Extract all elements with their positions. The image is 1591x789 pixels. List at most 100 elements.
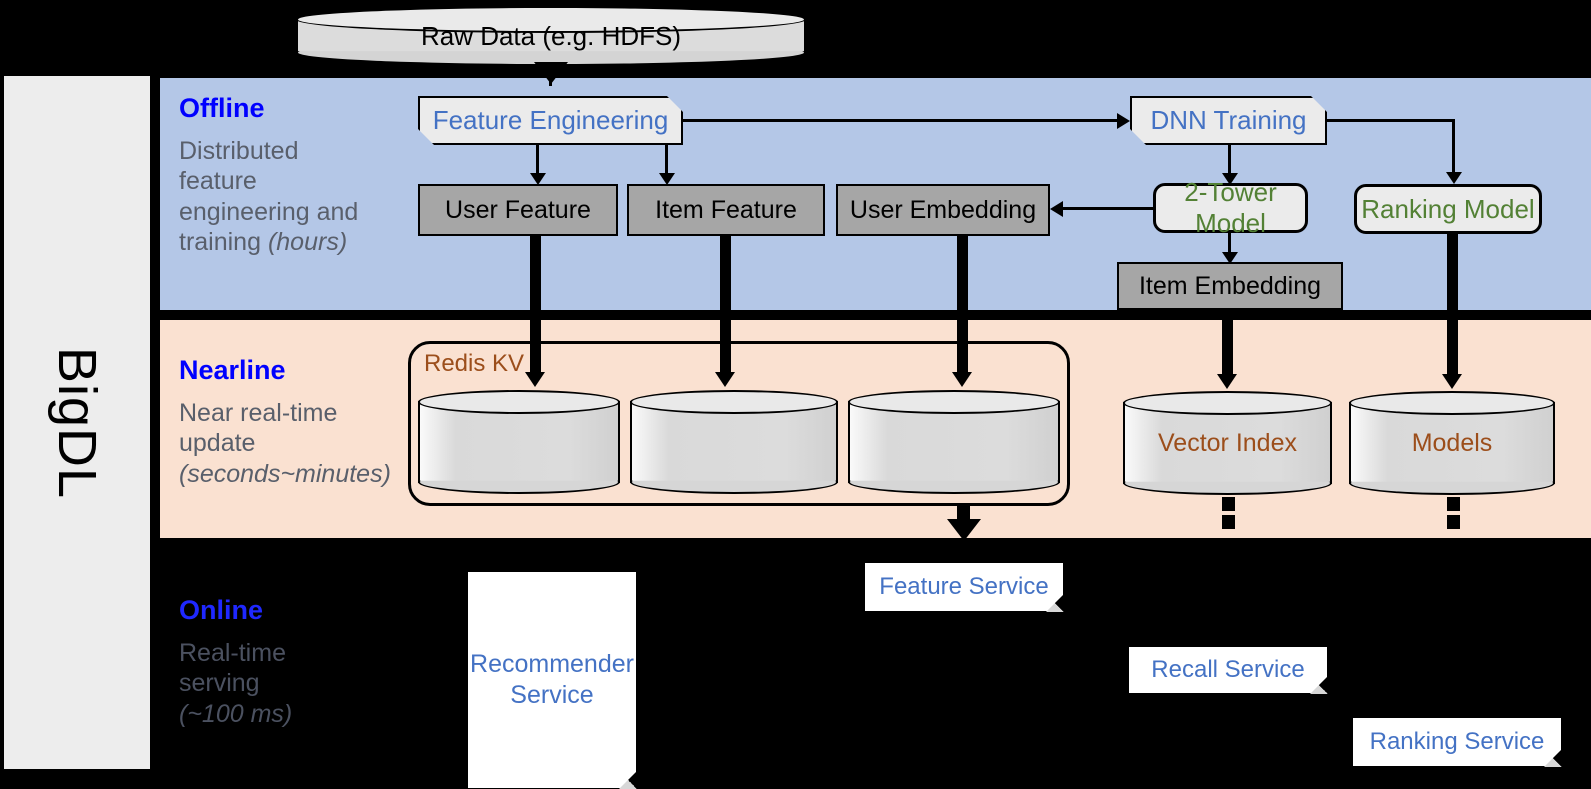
node-item-embedding[interactable]: Item Embedding — [1117, 262, 1343, 310]
dashed-segment-models-1 — [1447, 497, 1460, 511]
offline-desc-italic: (hours) — [267, 228, 348, 257]
arrowhead-itemfeature-redis — [715, 372, 735, 387]
stage-label-online: Online Real-time serving (~100 ms) — [179, 595, 419, 730]
cylinder-body — [848, 401, 1060, 483]
node-ranking-model[interactable]: Ranking Model — [1354, 184, 1542, 234]
arrowhead-itemembedding-vectorindex — [1217, 374, 1237, 389]
stage-desc-online: Real-time serving (~100 ms) — [179, 638, 419, 730]
cylinder-top — [418, 390, 620, 414]
arrowhead-twotower-itemembedding — [1222, 252, 1238, 264]
cylinder-top — [296, 6, 806, 33]
cylinder-body — [630, 401, 838, 483]
stage-label-nearline: Nearline Near real-time update (seconds~… — [179, 355, 419, 490]
bigdl-sidebar: BigDL — [3, 75, 151, 770]
node-item-feature[interactable]: Item Feature — [627, 184, 825, 236]
recall-service-label: Recall Service — [1151, 656, 1305, 683]
arrowhead-rankingmodel-models — [1442, 374, 1462, 389]
connector-fe-itemfeature — [665, 145, 668, 177]
arrowhead-fe-dnn — [1117, 113, 1130, 129]
cylinder-top — [848, 390, 1060, 414]
nearline-desc-line2: update — [179, 429, 256, 458]
user-feature-label: User Feature — [445, 195, 591, 224]
online-desc-line1: Real-time — [179, 638, 286, 667]
connector-fe-dnn — [683, 119, 1118, 122]
redis-kv-label: Redis KV — [424, 350, 525, 377]
dashed-segment-models-2 — [1447, 515, 1460, 529]
cylinder-top — [1349, 391, 1555, 415]
stage-desc-offline: Distributed feature engineering and trai… — [179, 136, 419, 258]
connector-fe-userfeature — [536, 145, 539, 177]
online-desc-italic: (~100 ms) — [179, 699, 293, 728]
node-user-embedding[interactable]: User Embedding — [836, 184, 1050, 236]
cylinder-top — [1123, 391, 1332, 415]
node-models[interactable]: Models — [1349, 391, 1555, 495]
node-ranking-service[interactable]: Ranking Service — [1352, 717, 1562, 767]
raw-data-label: Raw Data (e.g. HDFS) — [420, 20, 682, 51]
flow-userembedding-redis — [957, 236, 968, 376]
node-2-tower-model[interactable]: 2-Tower Model — [1153, 177, 1308, 238]
node-feature-engineering[interactable]: Feature Engineering — [418, 96, 683, 145]
cylinder-body — [1123, 402, 1332, 484]
redis-kv-container — [408, 341, 1070, 506]
dashed-segment-vectorindex-1 — [1222, 497, 1235, 511]
offline-desc-line4: training (hours) — [179, 227, 419, 258]
two-tower-model-label: 2-Tower Model — [1184, 177, 1277, 238]
ranking-model-label: Ranking Model — [1361, 193, 1535, 224]
offline-desc-line4-text: training — [179, 228, 268, 257]
arrowhead-fe-itemfeature — [659, 173, 675, 185]
stage-desc-nearline: Near real-time update (seconds~minutes) — [179, 398, 419, 490]
cylinder-top — [630, 390, 838, 414]
arrowhead-userembedding-redis — [952, 372, 972, 387]
dnn-training-label: DNN Training — [1130, 96, 1327, 145]
bigdl-label: BigDL — [47, 346, 108, 499]
connector-twotower-itemembedding — [1228, 233, 1231, 258]
flow-itemembedding-vectorindex — [1222, 310, 1233, 378]
node-vector-index[interactable]: Vector Index — [1123, 391, 1332, 495]
redis-cylinder-3[interactable] — [848, 390, 1060, 494]
page-fold-icon — [1544, 749, 1562, 767]
node-recommender-service[interactable]: Recommender Service — [467, 571, 637, 789]
stage-title-online: Online — [179, 595, 264, 625]
page-fold-icon — [619, 771, 637, 789]
node-feature-service[interactable]: Feature Service — [864, 562, 1064, 612]
user-embedding-label: User Embedding — [849, 195, 1037, 224]
item-embedding-label: Item Embedding — [1138, 271, 1322, 300]
offline-desc-line2: feature — [179, 167, 257, 196]
vector-index-label: Vector Index — [1158, 428, 1297, 457]
nearline-desc-italic: (seconds~minutes) — [179, 459, 391, 488]
flow-itemfeature-redis — [720, 236, 731, 376]
arrowhead-fe-userfeature — [530, 173, 546, 185]
item-feature-label: Item Feature — [655, 195, 797, 224]
cylinder-body — [1349, 402, 1555, 484]
raw-data-cylinder: Raw Data (e.g. HDFS) — [296, 6, 806, 66]
ranking-service-label: Ranking Service — [1369, 728, 1545, 755]
arrowhead-rawdata-fe — [534, 62, 568, 84]
offline-desc-line3: engineering and — [179, 197, 359, 226]
node-dnn-training[interactable]: DNN Training — [1130, 96, 1327, 145]
offline-desc-line1: Distributed — [179, 136, 299, 165]
cylinder-body — [418, 401, 620, 483]
online-desc-italic-wrap: (~100 ms) — [179, 699, 419, 730]
dashed-segment-featureservice — [957, 506, 970, 520]
node-user-feature[interactable]: User Feature — [418, 184, 618, 236]
nearline-desc-italic-wrap: (seconds~minutes) — [179, 459, 419, 490]
arrowhead-twotower-userembedding — [1050, 201, 1063, 217]
online-desc-line2: serving — [179, 669, 260, 698]
connector-twotower-userembedding — [1063, 207, 1155, 210]
models-label: Models — [1411, 428, 1493, 457]
arrowhead-userfeature-redis — [525, 372, 545, 387]
nearline-desc-line1: Near real-time — [179, 398, 338, 427]
arrowhead-dnn-ranking — [1446, 172, 1462, 184]
dashed-segment-vectorindex-2 — [1222, 515, 1235, 529]
flow-rankingmodel-models — [1447, 233, 1458, 378]
page-fold-icon — [1310, 676, 1328, 694]
flow-userfeature-redis — [530, 236, 541, 376]
stage-label-offline: Offline Distributed feature engineering … — [179, 93, 419, 258]
redis-cylinder-1[interactable] — [418, 390, 620, 494]
node-recall-service[interactable]: Recall Service — [1128, 646, 1328, 694]
feature-service-label: Feature Service — [879, 573, 1049, 600]
stage-title-nearline: Nearline — [179, 355, 286, 385]
redis-cylinder-2[interactable] — [630, 390, 838, 494]
connector-dnn-ranking-h — [1325, 119, 1455, 122]
